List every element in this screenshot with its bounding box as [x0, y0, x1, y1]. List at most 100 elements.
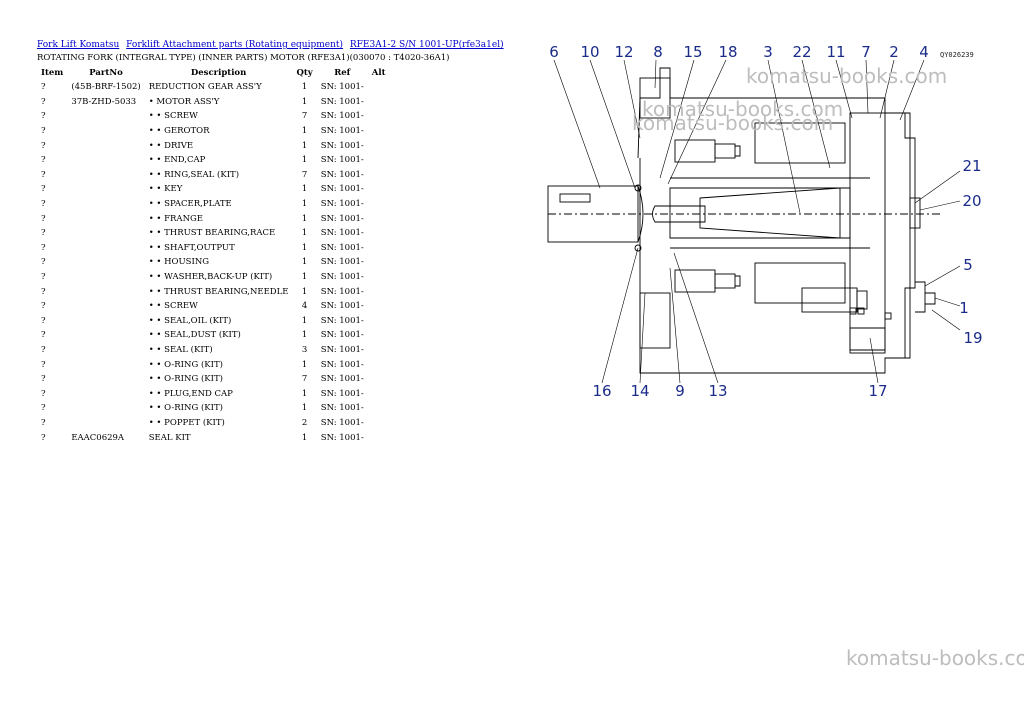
partno-cell — [67, 124, 144, 139]
callout-label: 17 — [868, 382, 887, 400]
ref-cell: SN: 1001- — [320, 169, 364, 180]
alt-cell — [368, 430, 390, 445]
item-cell: ? — [41, 272, 46, 283]
callout-label: 4 — [919, 43, 929, 61]
partno-cell: 37B-ZHD-5033 — [71, 96, 137, 107]
callout-label: 14 — [630, 382, 649, 400]
callout-label: 15 — [683, 43, 702, 61]
qty-cell: 2 — [301, 417, 308, 428]
breadcrumb-link-forklift-komatsu[interactable]: Fork Lift Komatsu — [37, 40, 120, 50]
partno-cell — [67, 153, 144, 168]
partno-cell — [67, 226, 144, 241]
partno-cell — [67, 357, 144, 372]
alt-cell — [368, 314, 390, 329]
ref-cell: SN: 1001- — [320, 257, 364, 268]
description-cell: • • DRIVE — [148, 140, 194, 151]
ref-cell: SN: 1001- — [320, 199, 364, 210]
partno-cell — [67, 314, 144, 329]
description-cell: • • O-RING (KIT) — [148, 359, 223, 370]
description-cell: • • END,CAP — [148, 155, 206, 166]
watermark: komatsu-books.com — [642, 97, 844, 121]
column-header-partno: PartNo — [89, 68, 123, 78]
alt-cell — [368, 211, 390, 226]
qty-cell: 7 — [301, 374, 308, 385]
column-header-qty: Qty — [296, 68, 313, 78]
ref-cell: SN: 1001- — [320, 140, 364, 151]
description-cell: • • PLUG,END CAP — [148, 388, 233, 399]
description-cell: SEAL KIT — [148, 432, 191, 443]
callout-label: 18 — [718, 43, 737, 61]
page-title: ROTATING FORK (INTEGRAL TYPE) (INNER PAR… — [37, 53, 450, 63]
item-cell: ? — [41, 111, 46, 122]
description-cell: • • HOUSING — [148, 257, 210, 268]
alt-cell — [368, 328, 390, 343]
ref-cell: SN: 1001- — [320, 82, 364, 93]
qty-cell: 1 — [301, 96, 308, 107]
partno-cell — [67, 401, 144, 416]
alt-cell — [368, 401, 390, 416]
ref-cell: SN: 1001- — [320, 272, 364, 283]
item-cell: ? — [41, 96, 46, 107]
item-cell: ? — [41, 184, 46, 195]
ref-cell: SN: 1001- — [320, 213, 364, 224]
alt-cell — [368, 386, 390, 401]
qty-cell: 1 — [301, 126, 308, 137]
alt-cell — [368, 153, 390, 168]
description-cell: REDUCTION GEAR ASS'Y — [148, 82, 262, 93]
item-cell: ? — [41, 286, 46, 297]
watermark: komatsu-books.com — [632, 111, 834, 135]
partno-cell: EAAC0629A — [71, 432, 125, 443]
item-cell: ? — [41, 155, 46, 166]
column-header-alt: Alt — [371, 68, 386, 78]
callout-label: 13 — [708, 382, 727, 400]
alt-cell — [368, 255, 390, 270]
watermark: komatsu-books.com — [746, 64, 948, 88]
callout-label: 1 — [959, 299, 969, 317]
description-cell: • • RING,SEAL (KIT) — [148, 169, 240, 180]
ref-cell: SN: 1001- — [320, 359, 364, 370]
ref-cell: SN: 1001- — [320, 344, 364, 355]
callout-label: 10 — [580, 43, 599, 61]
partno-cell — [67, 241, 144, 256]
ref-cell: SN: 1001- — [320, 286, 364, 297]
description-cell: • • SCREW — [148, 301, 198, 312]
callout-label: 9 — [675, 382, 685, 400]
column-header-description: Description — [190, 68, 247, 78]
breadcrumb-link-attachment-parts[interactable]: Forklift Attachment parts (Rotating equi… — [126, 40, 344, 50]
alt-cell — [368, 226, 390, 241]
partno-cell — [67, 197, 144, 212]
partno-cell — [67, 168, 144, 183]
alt-cell — [368, 109, 390, 124]
item-cell: ? — [41, 228, 46, 239]
qty-cell: 1 — [301, 330, 308, 341]
column-header-item: Item — [41, 68, 64, 78]
callout-label: 5 — [963, 256, 973, 274]
callout-label: 20 — [962, 192, 981, 210]
breadcrumb-link-model[interactable]: RFE3A1-2 S/N 1001-UP(rfe3a1el) — [349, 40, 504, 50]
partno-cell — [67, 328, 144, 343]
ref-cell: SN: 1001- — [320, 403, 364, 414]
ref-cell: SN: 1001- — [320, 111, 364, 122]
qty-cell: 1 — [301, 82, 308, 93]
alt-cell — [368, 197, 390, 212]
description-cell: • • O-RING (KIT) — [148, 403, 223, 414]
item-cell: ? — [41, 257, 46, 268]
description-cell: • • SEAL,DUST (KIT) — [148, 330, 241, 341]
qty-cell: 1 — [301, 155, 308, 166]
column-header-ref: Ref — [334, 68, 351, 78]
qty-cell: 1 — [301, 199, 308, 210]
qty-cell: 1 — [301, 359, 308, 370]
